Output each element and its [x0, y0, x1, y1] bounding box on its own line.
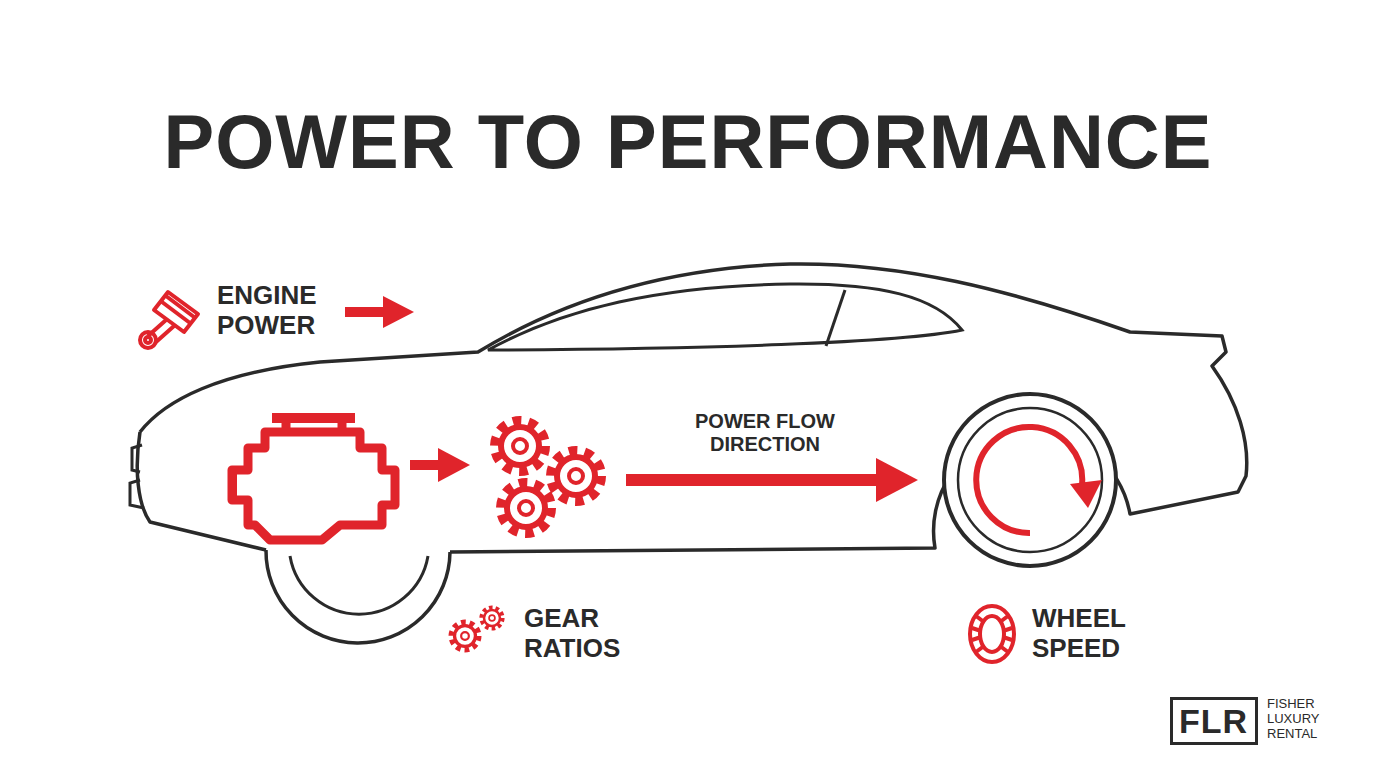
wheel-rotation-arrow [976, 427, 1082, 533]
tire-symbol [970, 606, 1014, 662]
front-wheel [266, 550, 450, 643]
gear-ratio-symbol [482, 608, 503, 629]
flow-arrowhead [438, 448, 470, 482]
company-name: FISHER LUXURY RENTAL [1267, 696, 1331, 741]
label-arrow [345, 307, 385, 317]
gear-ratio-symbol [451, 622, 479, 650]
part-label: GEAR RATIOS [524, 603, 654, 663]
label-arrowhead [383, 296, 414, 328]
flow-label: POWER FLOW DIRECTION [685, 410, 845, 456]
logo-box: FLRFISHER LUXURY RENTAL [1170, 697, 1258, 745]
car-grille [130, 445, 144, 508]
part-label: WHEEL SPEED [1032, 603, 1162, 663]
engine-symbol [232, 418, 395, 540]
title: POWER TO PERFORMANCE [0, 100, 1376, 184]
power-flow-arrowhead [876, 458, 918, 502]
logo-mark: FLR [1179, 702, 1249, 740]
power-flow-arrow [626, 474, 880, 486]
piston-symbol [140, 292, 198, 348]
car-window [488, 284, 962, 350]
wheel-rotation-arrowhead [1070, 480, 1102, 508]
front-wheel-inner [290, 556, 428, 614]
rear-wheel [944, 394, 1116, 566]
rear-wheel-rim [958, 408, 1102, 552]
car-pillar [826, 290, 845, 346]
flow-arrow [410, 460, 440, 470]
part-label: ENGINE POWER [217, 280, 342, 340]
